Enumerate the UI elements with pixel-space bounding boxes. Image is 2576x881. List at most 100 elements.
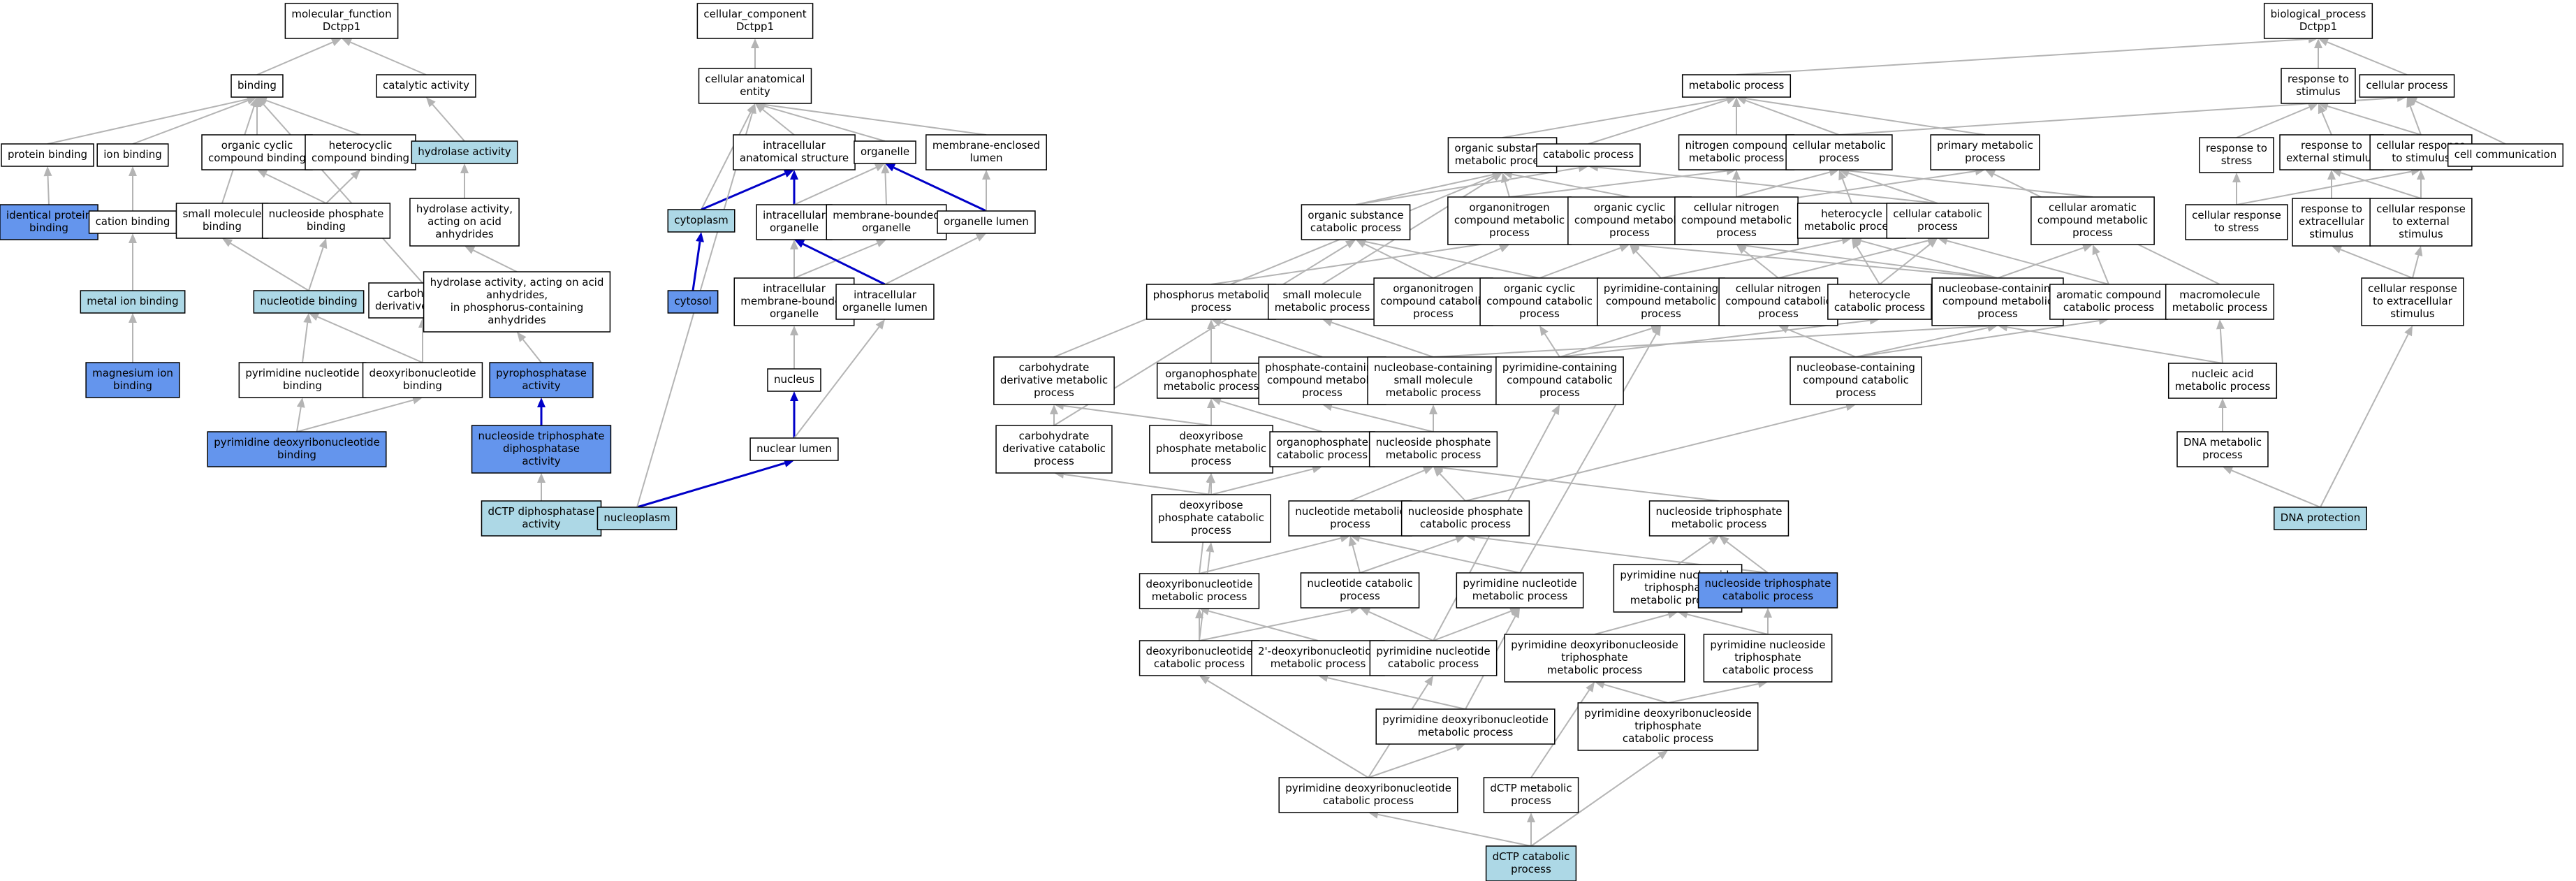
go-term-node-nucleoplasm[interactable]: nucleoplasm [597,507,678,530]
go-term-node-ntpdiphos[interactable]: nucleoside triphosphatediphosphataseacti… [471,425,612,474]
go-term-node-pyrdeoxmet[interactable]: pyrimidine deoxyribonucleotidemetabolic … [1375,708,1556,745]
go-term-node-cellcomm[interactable]: cell communication [2447,143,2564,167]
go-term-node-ionbind[interactable]: ion binding [96,143,169,167]
go-term-node-pyrdntpmet[interactable]: pyrimidine deoxyribonucleosidetriphospha… [1504,634,1685,683]
go-term-node-hydacid[interactable]: hydrolase activity,acting on acidanhydri… [409,198,520,247]
go-term-node-metab[interactable]: metabolic process [1681,74,1792,98]
go-term-node-nucleus[interactable]: nucleus [767,368,821,392]
go-term-node-hydphos[interactable]: hydrolase activity, acting on acidanhydr… [423,271,611,333]
go-term-node-hydrolase[interactable]: hydrolase activity [411,140,518,164]
go-term-node-catalytic[interactable]: catalytic activity [376,74,476,98]
go-term-node-protbind[interactable]: protein binding [1,143,94,167]
go-term-node-nuclumen[interactable]: nuclear lumen [749,437,839,461]
go-term-node-binding[interactable]: binding [230,74,284,98]
go-term-node-metalion[interactable]: metal ion binding [80,290,186,314]
go-term-node-nuclbind[interactable]: nucleotide binding [253,290,365,314]
go-term-node-orglumen[interactable]: organelle lumen [937,210,1036,234]
go-term-node-cationbind[interactable]: cation binding [88,210,177,234]
go-term-node-catab[interactable]: catabolic process [1536,143,1641,167]
go-term-node-organelle[interactable]: organelle [854,140,916,164]
go-term-node-cytosol[interactable]: cytosol [667,290,719,314]
go-term-node-pyrntpcat[interactable]: pyrimidine nucleosidetriphosphatecatabol… [1703,634,1833,683]
go-term-node-cellproc[interactable]: cellular process [2359,74,2455,98]
go-term-node-pyrdntpcat[interactable]: pyrimidine deoxyribonucleosidetriphospha… [1577,702,1759,751]
go-term-node-dnaprot[interactable]: DNA protection [2274,507,2367,530]
go-term-node-pyrdeoxcat[interactable]: pyrimidine deoxyribonucleotidecatabolic … [1278,777,1458,813]
go-term-node-cytoplasm[interactable]: cytoplasm [667,209,736,233]
